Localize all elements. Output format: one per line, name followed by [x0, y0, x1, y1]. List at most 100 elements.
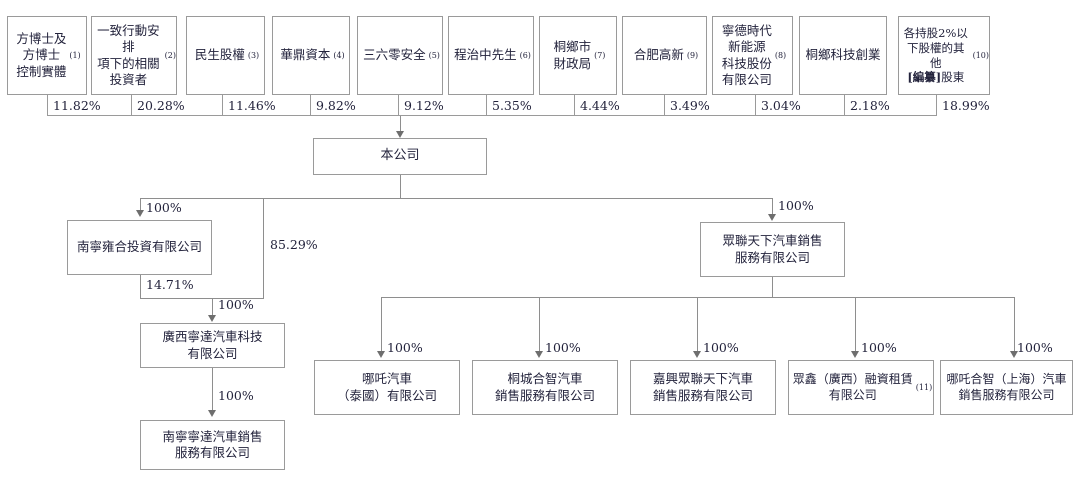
subsidiary-label: 哪吒汽車 （泰國）有限公司: [336, 371, 437, 403]
subsidiary-feed-line: [697, 297, 698, 354]
shareholder-label: 桐鄉科技創業: [805, 47, 881, 63]
shareholder-percent-tongxiang-venture: 2.18%: [844, 95, 936, 116]
zhonglian-down-line: [772, 277, 773, 297]
zhonglian-box: 眾聯天下汽車銷售 服務有限公司: [700, 222, 845, 277]
ningda-sales-label: 南寧寧達汽車銷售 服務有限公司: [162, 428, 263, 460]
shareholder-percent-360: 9.12%: [398, 95, 486, 116]
direct-holding-percent: 85.29%: [270, 237, 318, 252]
subsidiary-feed-arrow: [535, 351, 543, 358]
shareholder-percent-tongxiang-finance: 4.44%: [574, 95, 664, 116]
subsidiary-box-jiaxing-zhonglian: 嘉興眾聯天下汽車 銷售服務有限公司: [630, 360, 776, 415]
subsidiary-box-tongcheng-hezhi: 桐城合智汽車 銷售服務有限公司: [472, 360, 618, 415]
shareholder-box-catl: 寧德時代 新能源 科技股份 有限公司(8): [712, 16, 793, 95]
percent-value: 3.04%: [761, 97, 801, 113]
ningda-sales-box: 南寧寧達汽車銷售 服務有限公司: [140, 420, 285, 470]
shareholder-percent-other-under-2pct: 18.99%: [936, 95, 1006, 116]
subsidiary-label: 眾鑫（廣西）融資租賃 有限公司: [792, 371, 913, 402]
subsidiary-percent: 100%: [387, 340, 423, 355]
subsidiary-label: 嘉興眾聯天下汽車 銷售服務有限公司: [652, 371, 753, 403]
subsidiary-feed-arrow: [377, 351, 385, 358]
subsidiary-feed-arrow: [1010, 351, 1018, 358]
company-down-line: [400, 175, 401, 198]
company-feed-arrow: [396, 131, 404, 138]
percent-value: 9.82%: [316, 97, 356, 113]
percent-value: 2.18%: [850, 97, 890, 113]
shareholder-label: 合肥高新: [633, 47, 684, 63]
level1-bus-line: [140, 198, 772, 199]
shareholder-label: 華鼎資本: [280, 47, 331, 63]
company-box: 本公司: [313, 138, 487, 175]
ningda-tech-feed-arrow: [208, 315, 216, 322]
zhonglian-inbound-percent: 100%: [778, 198, 814, 213]
zhonglian-feed-arrow: [768, 214, 776, 221]
zhonglian-label: 眾聯天下汽車銷售 服務有限公司: [722, 233, 823, 265]
yonghe-feed-line: [140, 198, 141, 212]
percent-value: 9.12%: [404, 97, 444, 113]
shareholder-label: 程治中先生: [454, 47, 517, 63]
shareholder-percent-cheng: 5.35%: [486, 95, 574, 116]
subsidiary-feed-line: [855, 297, 856, 354]
ningda-tech-inbound-percent: 100%: [218, 297, 254, 312]
shareholder-box-cheng: 程治中先生(6): [448, 16, 534, 95]
shareholder-box-other-under-2pct: 各持股2%以 下股權的其他 [編纂]股東(10): [898, 16, 990, 95]
subsidiary-box-neta-thailand: 哪吒汽車 （泰國）有限公司: [314, 360, 460, 415]
yonghe-out-line: [140, 275, 141, 298]
ningda-tech-feed-line: [212, 298, 213, 318]
percent-value: 11.82%: [53, 97, 101, 113]
percent-value: 18.99%: [942, 98, 990, 113]
shareholder-percent-hefei-hi-tech: 3.49%: [664, 95, 755, 116]
shareholder-percent-concert-party: 20.28%: [131, 95, 222, 116]
subsidiary-percent: 100%: [545, 340, 581, 355]
ningda-merge-bus: [140, 298, 264, 299]
ningda-sales-feed-line: [212, 368, 213, 413]
shareholder-box-360: 三六零安全(5): [357, 16, 443, 95]
percent-value: 20.28%: [137, 97, 185, 113]
shareholder-label: 桐鄉市 財政局: [553, 39, 592, 71]
percent-value: 11.46%: [228, 97, 276, 113]
subsidiary-feed-line: [539, 297, 540, 354]
shareholder-box-fang: 方博士及 方博士 控制實體(1): [7, 16, 87, 95]
direct-holding-line: [263, 198, 264, 298]
subsidiary-label: 桐城合智汽車 銷售服務有限公司: [494, 371, 595, 403]
subsidiary-feed-arrow: [851, 351, 859, 358]
shareholder-box-tongxiang-venture: 桐鄉科技創業: [799, 16, 887, 95]
shareholder-percent-fang: 11.82%: [47, 95, 131, 116]
shareholder-percent-catl: 3.04%: [755, 95, 844, 116]
shareholder-percent-huading: 9.82%: [310, 95, 398, 116]
subsidiary-label: 哪吒合智（上海）汽車 銷售服務有限公司: [946, 371, 1067, 402]
shareholder-label: 民生股權: [194, 47, 245, 63]
shareholder-label: 方博士及 方博士 控制實體: [16, 31, 67, 79]
percent-value: 3.49%: [670, 97, 710, 113]
company-label: 本公司: [380, 148, 420, 164]
shareholder-label: 一致行動安排 項下的相關 投資者: [97, 23, 160, 87]
shareholder-label: 寧德時代 新能源 科技股份 有限公司: [721, 23, 772, 87]
subsidiary-feed-line: [1014, 297, 1015, 354]
percent-value: 5.35%: [492, 97, 532, 113]
subsidiary-box-neta-hezhi-shanghai: 哪吒合智（上海）汽車 銷售服務有限公司: [940, 360, 1073, 415]
yonghe-feed-arrow: [136, 210, 144, 217]
redaction-marker: [編纂]: [907, 70, 942, 85]
shareholder-box-minsheng: 民生股權(3): [186, 16, 265, 95]
shareholder-box-hefei-hi-tech: 合肥高新(9): [622, 16, 707, 95]
yonghe-inbound-percent: 100%: [146, 200, 182, 215]
subsidiary-box-zhongxin-leasing: 眾鑫（廣西）融資租賃 有限公司(11): [788, 360, 934, 415]
ningda-tech-box: 廣西寧達汽車科技 有限公司: [140, 323, 285, 368]
shareholder-label: 各持股2%以 下股權的其他 [編纂]股東: [903, 25, 968, 85]
shareholder-label: 三六零安全: [363, 47, 426, 63]
company-feed-line: [400, 116, 401, 133]
shareholder-percent-minsheng: 11.46%: [222, 95, 310, 116]
zhonglian-feed-line: [772, 198, 773, 217]
subsidiary-percent: 100%: [703, 340, 739, 355]
ningda-sales-inbound-percent: 100%: [218, 388, 254, 403]
ningda-sales-feed-arrow: [208, 410, 216, 417]
subsidiary-bus-line: [381, 297, 1015, 298]
yonghe-outbound-percent: 14.71%: [146, 277, 194, 292]
subsidiary-feed-arrow: [693, 351, 701, 358]
yonghe-label: 南寧雍合投資有限公司: [76, 239, 202, 255]
yonghe-box: 南寧雍合投資有限公司: [67, 220, 212, 275]
ningda-tech-label: 廣西寧達汽車科技 有限公司: [162, 329, 263, 361]
subsidiary-percent: 100%: [1017, 340, 1053, 355]
shareholder-box-huading: 華鼎資本(4): [272, 16, 350, 95]
subsidiary-feed-line: [381, 297, 382, 354]
